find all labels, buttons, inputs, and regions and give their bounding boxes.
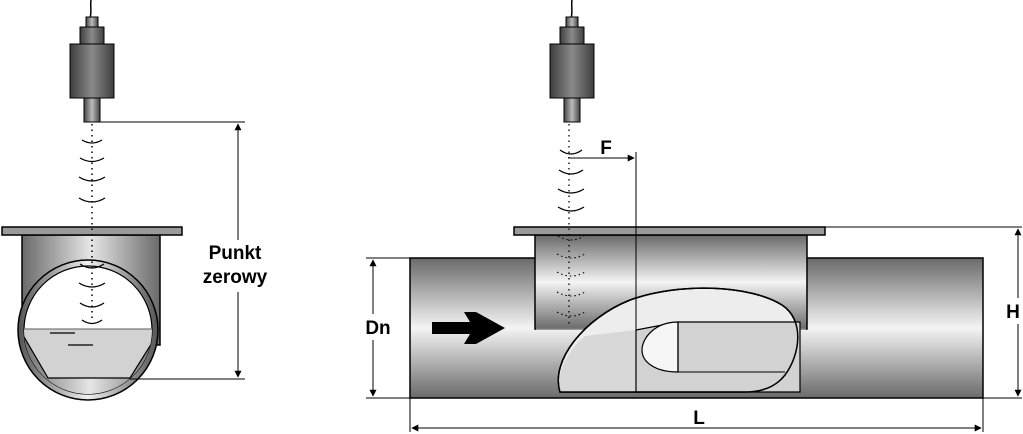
l-label: L (693, 408, 705, 429)
left-sensor-transducer (83, 97, 101, 123)
right-mounting-plate (513, 226, 826, 236)
left-ultrasonic-sensor (69, 0, 115, 123)
right-ultrasonic-sensor (549, 0, 595, 123)
dn-label: Dn (365, 318, 390, 339)
dn-dimension: Dn (360, 257, 410, 399)
right-sensor-cable (570, 0, 573, 19)
zero-point-label-line2: zerowy (203, 267, 268, 288)
right-ultrasonic-waves (557, 149, 585, 212)
right-sensor-cap (565, 16, 579, 28)
left-sensor-neck (79, 26, 105, 45)
left-ultrasonic-waves (78, 139, 106, 325)
left-mounting-plate (1, 226, 183, 236)
h-dimension: H (825, 226, 1023, 399)
longitudinal-view: F Dn H L (360, 0, 1023, 432)
cross-section-view: Punkt zerowy (1, 0, 280, 401)
flow-direction-arrow-icon (432, 312, 505, 344)
h-label: H (1006, 302, 1020, 323)
right-sensor-transducer (563, 97, 581, 123)
left-sensor-body (69, 43, 115, 99)
l-dimension: L (409, 398, 984, 432)
left-sensor-cable (89, 0, 92, 19)
flume-insert (557, 287, 801, 393)
zero-point-dimension: Punkt zerowy (100, 121, 280, 380)
f-dimension: F (568, 138, 637, 392)
f-label: F (600, 138, 612, 159)
right-ultrasonic-waves-hidden (556, 235, 586, 317)
zero-point-label-line1: Punkt (209, 243, 262, 264)
left-sensor-cap (85, 16, 99, 28)
right-sensor-neck (559, 26, 585, 45)
right-sensor-body (549, 43, 595, 99)
